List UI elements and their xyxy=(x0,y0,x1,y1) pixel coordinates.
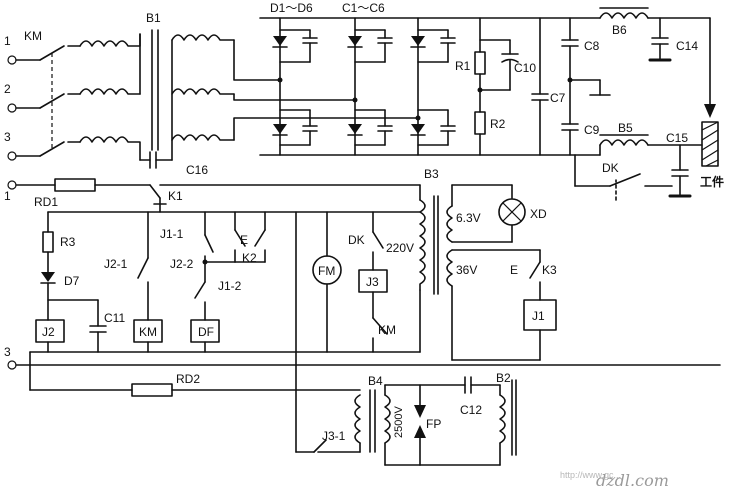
label-d1d6: D1～D6 xyxy=(270,1,313,15)
terminal-2: 2 xyxy=(4,82,11,96)
label-j2-2: J2-2 xyxy=(170,257,194,271)
label-j1-2: J1-2 xyxy=(218,279,242,293)
label-j3: J3 xyxy=(366,275,379,289)
label-km-mid: KM xyxy=(378,323,396,337)
label-c14: C14 xyxy=(676,39,698,53)
label-c9: C9 xyxy=(584,123,600,137)
label-b3: B3 xyxy=(424,167,439,181)
label-c15: C15 xyxy=(666,131,688,145)
label-36v: 36V xyxy=(456,263,477,277)
label-k1: K1 xyxy=(168,189,183,203)
label-k3: K3 xyxy=(542,263,557,277)
label-b4: B4 xyxy=(368,374,383,388)
label-dk-top: DK xyxy=(602,161,619,175)
terminal-3: 3 xyxy=(4,130,11,144)
label-2500v: 2500V xyxy=(393,406,405,438)
label-c1c6: C1～C6 xyxy=(342,1,385,15)
label-km-top: KM xyxy=(24,29,42,43)
terminal-1: 1 xyxy=(4,34,11,48)
label-b6: B6 xyxy=(612,23,627,37)
label-df: DF xyxy=(198,325,214,339)
label-workpiece: 工件 xyxy=(700,174,724,189)
control-circuit xyxy=(7,178,721,370)
label-xd: XD xyxy=(530,207,547,221)
label-b1: B1 xyxy=(146,11,161,25)
label-j2: J2 xyxy=(42,325,55,339)
label-e-k3: E xyxy=(510,263,518,277)
input-terminals xyxy=(7,45,81,161)
label-c7: C7 xyxy=(550,91,566,105)
label-220v: 220V xyxy=(386,241,414,255)
watermark-url: http://www.gc... xyxy=(560,470,621,480)
label-6-3v: 6.3V xyxy=(456,211,481,225)
label-rd1: RD1 xyxy=(34,195,58,209)
label-b5: B5 xyxy=(618,121,633,135)
terminal-1b: 1 xyxy=(4,189,11,203)
label-j2-1: J2-1 xyxy=(104,257,128,271)
label-c11: C11 xyxy=(104,311,125,325)
label-b2: B2 xyxy=(496,371,511,385)
label-e-k2: E xyxy=(240,233,248,247)
label-k2: K2 xyxy=(242,251,257,265)
label-c12: C12 xyxy=(460,403,482,417)
label-fp: FP xyxy=(426,417,441,431)
watermark-logo: dzdl.com xyxy=(596,471,669,489)
label-j1-1: J1-1 xyxy=(160,227,184,241)
hv-test-section xyxy=(29,211,517,466)
label-r1: R1 xyxy=(455,59,471,73)
label-j3-1: J3-1 xyxy=(322,429,346,443)
capacitor-c16 xyxy=(139,139,173,169)
label-fm: FM xyxy=(318,264,335,278)
label-c16: C16 xyxy=(186,163,208,177)
label-c8: C8 xyxy=(584,39,600,53)
label-km-box: KM xyxy=(139,325,157,339)
label-dk-mid: DK xyxy=(348,233,365,247)
label-r2: R2 xyxy=(490,117,506,131)
label-r3: R3 xyxy=(60,235,76,249)
label-j1: J1 xyxy=(532,309,545,323)
terminal-3b: 3 xyxy=(4,345,11,359)
label-d7: D7 xyxy=(64,274,80,288)
label-rd2: RD2 xyxy=(176,372,200,386)
primary-coils xyxy=(79,29,419,161)
label-c10: C10 xyxy=(514,61,536,75)
rectifier-bridge xyxy=(259,7,719,201)
